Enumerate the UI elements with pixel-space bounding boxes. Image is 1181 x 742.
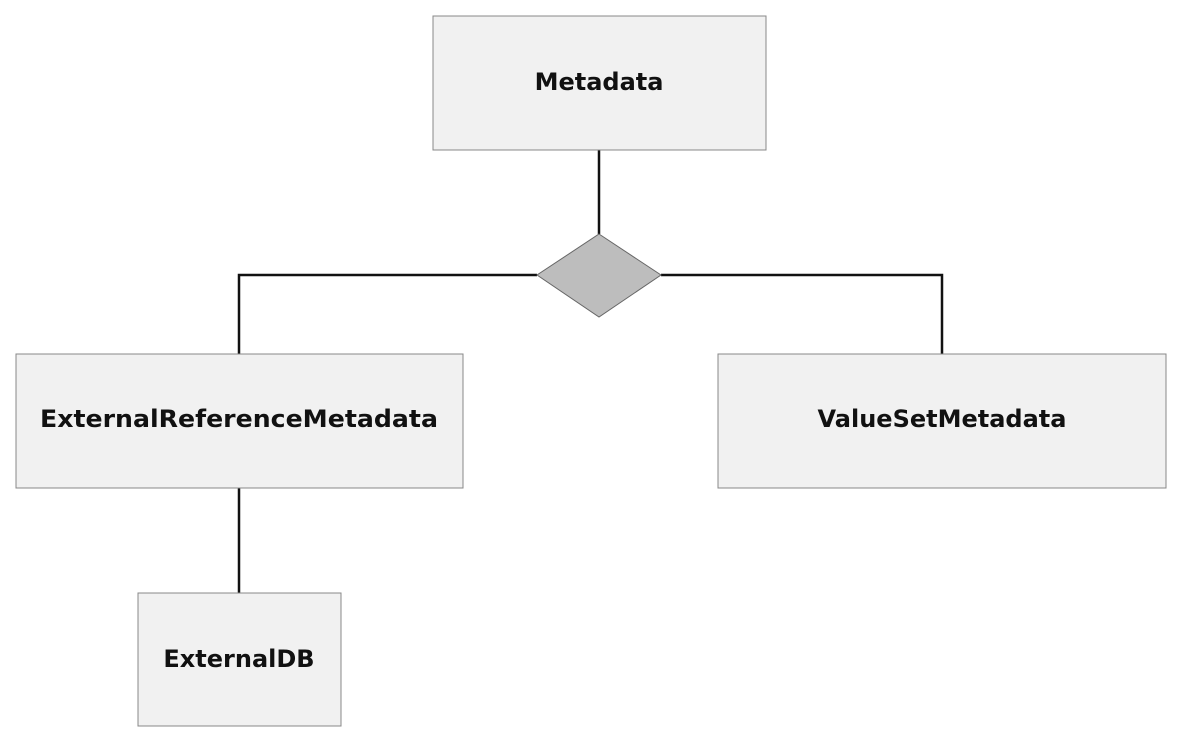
- edge-junction-to-value-set-metadata: [661, 273, 944, 354]
- node-external-db-label: ExternalDB: [163, 645, 314, 673]
- edge-junction-to-external-reference-metadata: [237, 273, 537, 354]
- node-external-db[interactable]: ExternalDB: [137, 592, 342, 727]
- node-metadata[interactable]: Metadata: [432, 15, 767, 151]
- node-external-db-box: [137, 592, 342, 727]
- node-external-reference-metadata-box: [15, 353, 464, 489]
- node-value-set-metadata-box: [717, 353, 1167, 489]
- node-value-set-metadata-label: ValueSetMetadata: [818, 405, 1067, 433]
- node-value-set-metadata[interactable]: ValueSetMetadata: [717, 353, 1167, 489]
- node-external-reference-metadata-label: ExternalReferenceMetadata: [40, 405, 438, 433]
- node-metadata-box: [432, 15, 767, 151]
- node-external-reference-metadata[interactable]: ExternalReferenceMetadata: [15, 353, 464, 489]
- node-metadata-label: Metadata: [535, 68, 664, 96]
- junction-diamond: [536, 233, 662, 318]
